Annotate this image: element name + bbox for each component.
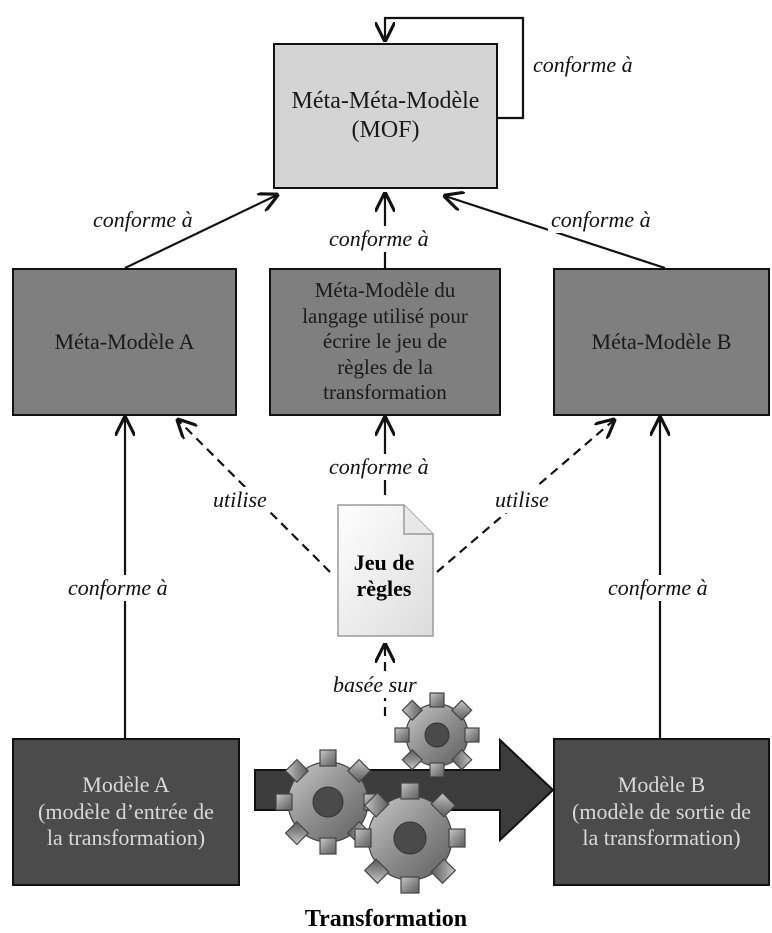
rule-set-document: [337, 504, 434, 637]
label-conforms-meta-rules: conforme à: [326, 226, 432, 252]
document-fold: [403, 505, 433, 535]
model-b-box: Modèle B (modèle de sortie de la transfo…: [553, 738, 770, 886]
label-conforms-rules: conforme à: [326, 454, 432, 480]
model-a-line: Modèle A: [82, 771, 170, 797]
gear-icon: [275, 749, 381, 855]
meta-model-rules-box: Méta-Modèle du langage utilisé pour écri…: [269, 268, 501, 416]
arrow-meta-a-to-mof: [124, 195, 277, 269]
self-conform-loop: [385, 16, 525, 120]
meta-meta-model-subtitle: (MOF): [351, 117, 420, 143]
meta-model-rules-line: transformation: [323, 380, 447, 405]
model-b-line: Modèle B: [617, 771, 706, 797]
model-b-line: (modèle de sortie de: [572, 798, 751, 824]
label-conforms-model-a: conforme à: [65, 575, 171, 601]
label-uses-a: utilise: [210, 487, 270, 513]
label-uses-b: utilise: [492, 487, 552, 513]
meta-model-a-box: Méta-Modèle A: [12, 268, 237, 416]
label-conforms-meta-b: conforme à: [548, 207, 654, 233]
model-b-line: la transformation): [582, 825, 741, 851]
gear-icon: [354, 782, 466, 894]
meta-model-rules-line: règles de la: [337, 354, 433, 379]
meta-model-b-box: Méta-Modèle B: [553, 268, 770, 416]
rule-set-line: règles: [356, 576, 412, 602]
meta-model-rules-line: langage utilisé pour: [302, 303, 468, 328]
label-based-on: basée sur: [330, 672, 420, 698]
meta-model-rules-line: écrire le jeu de: [322, 329, 448, 354]
label-conforms-model-b: conforme à: [605, 575, 711, 601]
meta-model-a-label: Méta-Modèle A: [54, 328, 195, 354]
meta-model-b-label: Méta-Modèle B: [591, 328, 732, 354]
label-conforms-meta-a: conforme à: [90, 207, 196, 233]
meta-meta-model-box: Méta-Méta-Modèle (MOF): [273, 43, 498, 189]
label-conforms-mof-self: conforme à: [530, 52, 636, 78]
arrow-uses-meta-b: [436, 420, 614, 573]
rule-set-line: Jeu de: [353, 550, 415, 575]
model-a-box: Modèle A (modèle d’entrée de la transfor…: [12, 738, 240, 886]
meta-model-rules-line: Méta-Modèle du: [314, 277, 456, 302]
meta-meta-model-title: Méta-Méta-Modèle: [291, 87, 480, 114]
gear-icon: [394, 692, 480, 778]
model-a-line: (modèle d’entrée de: [38, 798, 214, 824]
transformation-caption: Transformation: [304, 906, 468, 932]
model-a-line: la transformation): [46, 825, 206, 851]
rule-set-label: Jeu de règles: [336, 550, 432, 603]
